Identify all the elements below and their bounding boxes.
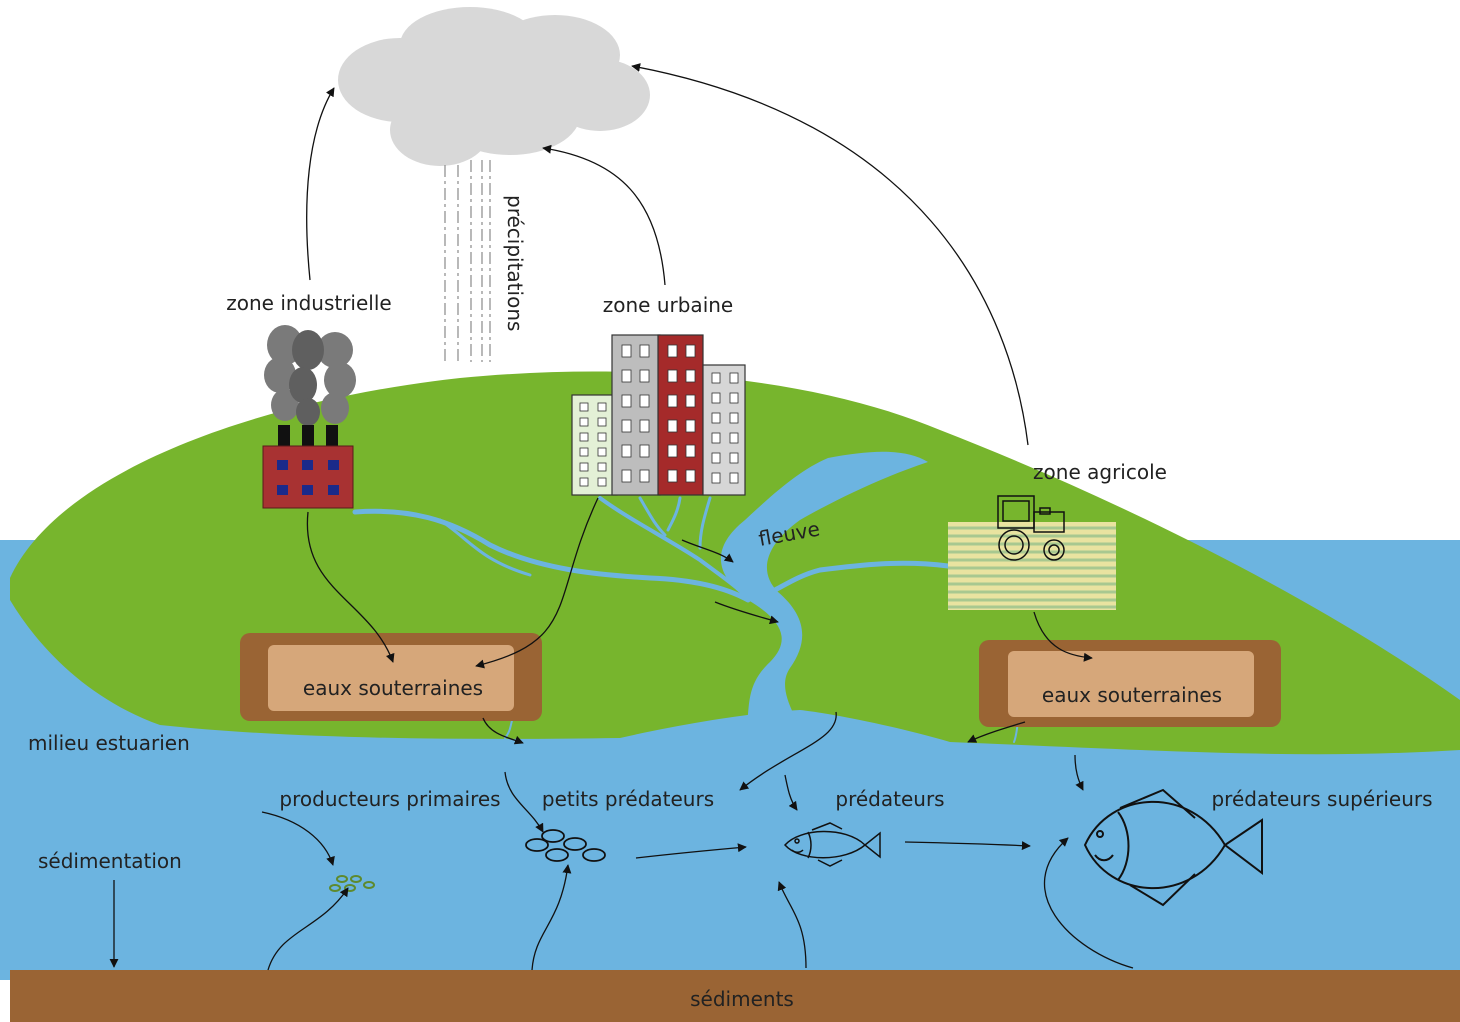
label-eaux-souterraines-left: eaux souterraines <box>303 676 483 700</box>
label-zone-agricole: zone agricole <box>1033 460 1167 484</box>
cloud <box>338 7 650 166</box>
fish-top-predator-icon <box>1083 788 1263 907</box>
label-zone-urbaine: zone urbaine <box>603 293 733 317</box>
factory-icon <box>262 325 356 509</box>
fish-predator-icon <box>783 822 881 867</box>
groundwater-left <box>240 633 542 721</box>
label-petits-predateurs: petits prédateurs <box>542 787 714 811</box>
sediment-band <box>10 970 1460 1022</box>
label-precipitations: précipitations <box>503 195 527 331</box>
groundwater-right <box>979 640 1281 727</box>
river <box>720 451 928 742</box>
label-sedimentation: sédimentation <box>38 849 182 873</box>
label-eaux-souterraines-right: eaux souterraines <box>1042 683 1222 707</box>
label-sediments: sédiments <box>690 987 794 1011</box>
label-producteurs-primaires: producteurs primaires <box>279 787 500 811</box>
small-predators-icon <box>525 829 606 862</box>
rain-lines <box>444 160 491 362</box>
label-zone-industrielle: zone industrielle <box>226 291 391 315</box>
flow-arrows <box>109 63 1134 971</box>
tractor-icon <box>997 495 1065 561</box>
city-buildings-icon <box>571 334 746 496</box>
label-predateurs: prédateurs <box>835 787 944 811</box>
label-milieu-estuarien: milieu estuarien <box>28 731 190 755</box>
label-predateurs-superieurs: prédateurs supérieurs <box>1211 787 1432 811</box>
agricultural-field <box>948 522 1116 610</box>
